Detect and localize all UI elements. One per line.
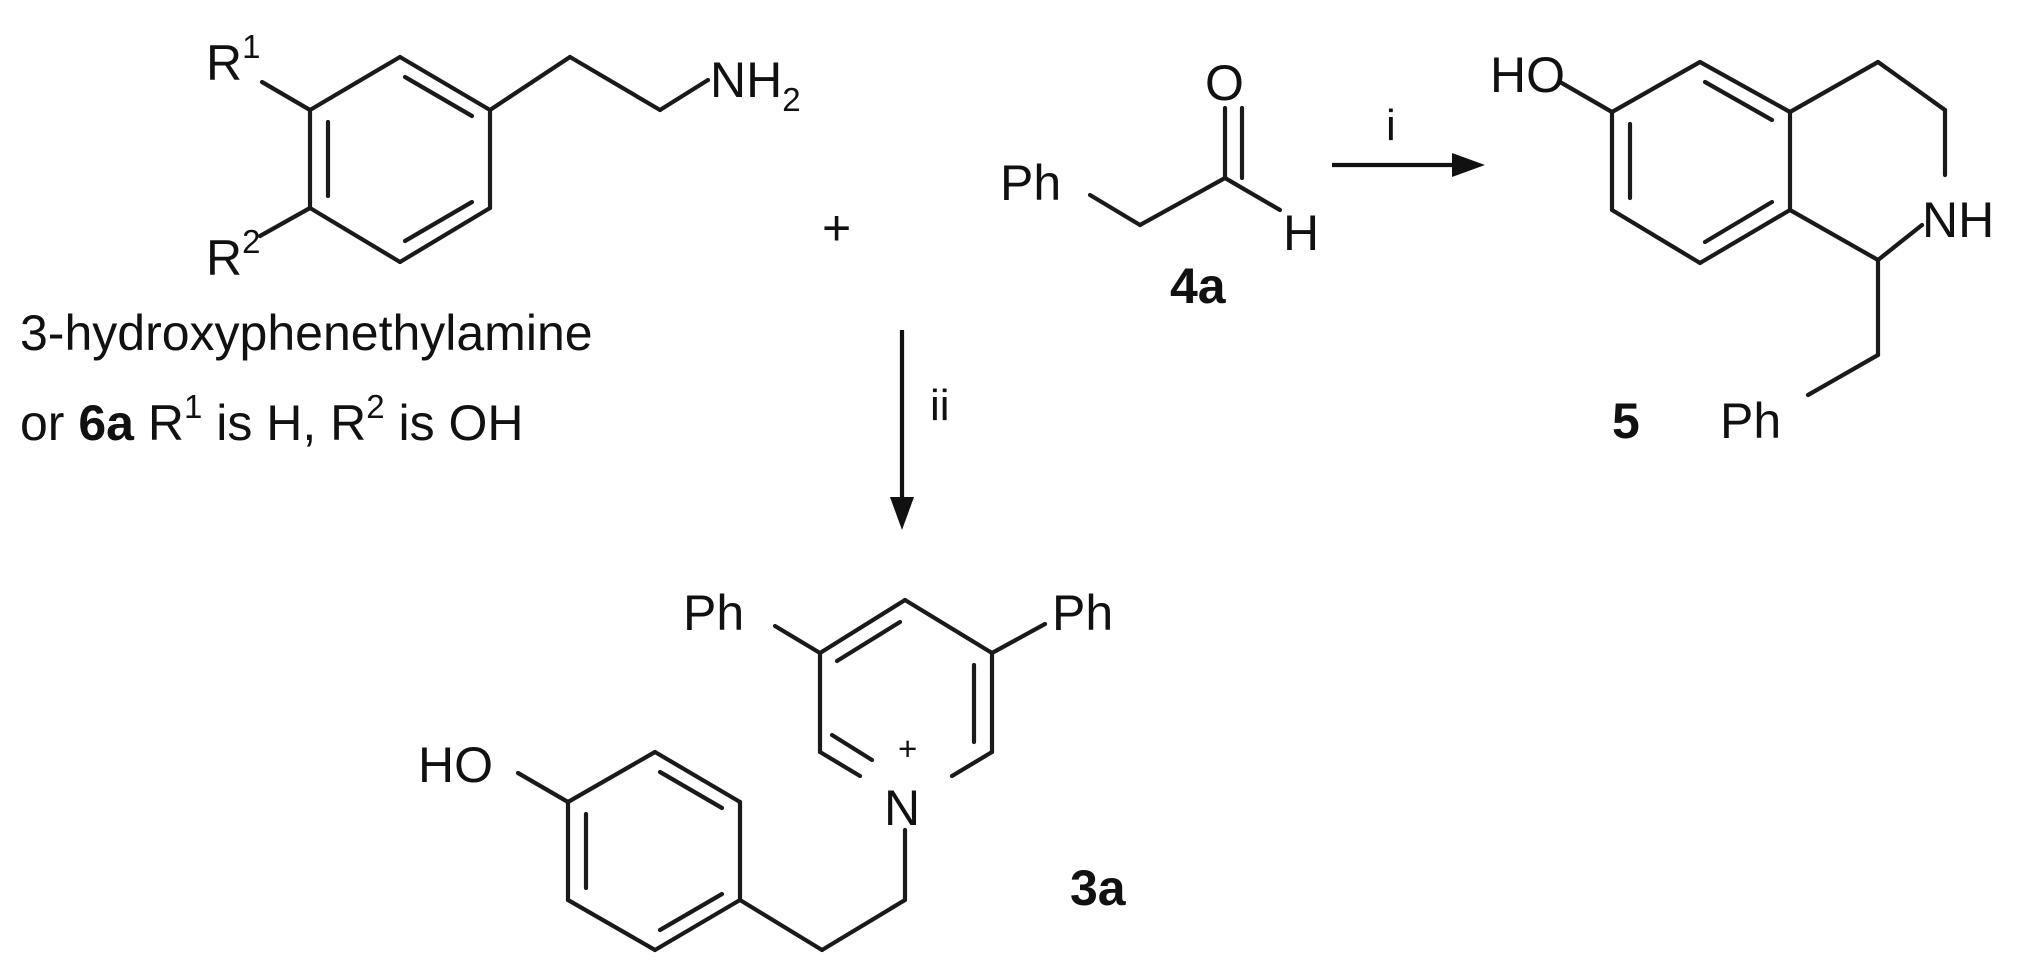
product-3a-ph-left-label: Ph <box>683 585 744 641</box>
product-3a-structure: Ph Ph N + HO 3a <box>418 585 1127 953</box>
amine-alternative-line: or 6a R1 is H, R2 is OH <box>20 388 524 451</box>
aldehyde-bonds <box>1087 105 1283 228</box>
phenol-ring-bonds <box>515 749 743 953</box>
product-3a-ho-label: HO <box>418 737 493 793</box>
aldehyde-structure: Ph O H 4a <box>1000 55 1319 314</box>
arrow-i: i <box>1332 101 1485 177</box>
aldehyde-ph-label: Ph <box>1000 155 1061 211</box>
amine-ring-bonds <box>307 54 493 265</box>
amine-nh2-label: NH2 <box>710 52 801 118</box>
condition-i-label: i <box>1386 101 1396 150</box>
product-5-id: 5 <box>1612 393 1640 449</box>
product-5-nh-label: NH <box>1922 192 1994 248</box>
pyridinium-ring-bonds <box>817 597 995 779</box>
pyridinium-substituent-bonds <box>737 621 1048 953</box>
product-5-structure: HO NH Ph 5 <box>1490 47 1994 449</box>
product-3a-id: 3a <box>1070 860 1127 916</box>
product-5-ho-label: HO <box>1490 47 1565 103</box>
plus-sign: + <box>822 200 851 256</box>
product-5-bonds <box>1557 59 1948 398</box>
condition-ii-label: ii <box>930 381 950 430</box>
amine-side-chain-bonds <box>257 54 711 239</box>
aldehyde-o-label: O <box>1205 55 1244 111</box>
amine-name: 3-hydroxyphenethylamine <box>20 305 593 361</box>
amine-r2-label: R2 <box>206 223 260 286</box>
aldehyde-h-label: H <box>1283 205 1319 261</box>
product-5-ph-label: Ph <box>1720 393 1781 449</box>
product-3a-charge: + <box>898 730 917 767</box>
amine-structure: R1 R2 NH2 3-hydroxyphenethylamine or 6a … <box>20 28 801 451</box>
aldehyde-id: 4a <box>1170 258 1227 314</box>
amine-r1-label: R1 <box>206 28 260 91</box>
product-3a-n-label: N <box>884 780 920 836</box>
arrow-ii: ii <box>890 330 950 530</box>
product-3a-ph-right-label: Ph <box>1052 585 1113 641</box>
